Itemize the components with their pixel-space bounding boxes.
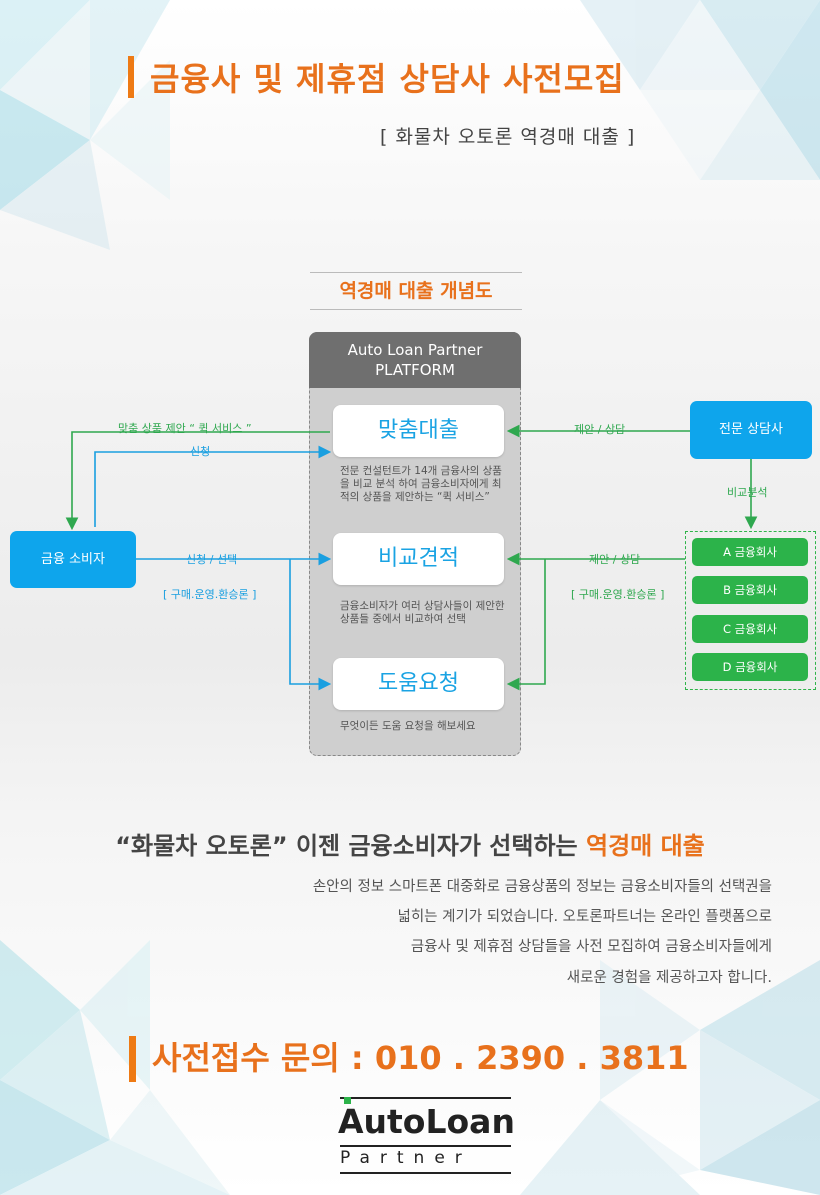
service-help-request[interactable]: 도움요청 bbox=[333, 658, 504, 710]
service-custom-loan-desc: 전문 컨설턴트가 14개 금융사의 상품을 비교 분석 하여 금융소비자에게 최… bbox=[340, 465, 502, 503]
page-subtitle: [ 화물차 오토론 역경매 대출 ] bbox=[380, 126, 636, 148]
service-compare-quote[interactable]: 비교견적 bbox=[333, 533, 504, 585]
label-loan-types-right: [ 구매.운영.환승론 ] bbox=[571, 588, 665, 601]
page-title: 금융사 및 제휴점 상담사 사전모집 bbox=[150, 60, 625, 98]
platform-label: PLATFORM bbox=[375, 361, 455, 379]
label-apply-select: 신청 / 선택 bbox=[186, 553, 238, 566]
label-compare-analysis: 비교분석 bbox=[727, 486, 768, 499]
expert-consultant-node: 전문 상담사 bbox=[690, 401, 812, 459]
contact-accent-bar bbox=[129, 1036, 136, 1082]
title-accent-bar bbox=[128, 56, 134, 98]
label-loan-types-left: [ 구매.운영.환승론 ] bbox=[163, 588, 257, 601]
company-a: A 금융회사 bbox=[692, 538, 808, 566]
arrow-apply-help bbox=[289, 559, 332, 691]
contact-phone[interactable]: 사전접수 문의 : 010 . 2390 . 3811 bbox=[152, 1039, 689, 1077]
platform-name: Auto Loan Partner bbox=[347, 341, 483, 359]
headline-prefix: “화물차 오토론” 이젠 금융소비자가 선택하는 bbox=[115, 832, 578, 860]
logo-bottom-rule bbox=[340, 1172, 511, 1174]
paragraph-line-1: 손안의 정보 스마트폰 대중화로 금융상품의 정보는 금융소비자들의 선택권을 bbox=[312, 879, 772, 895]
paragraph-line-4: 새로운 경험을 제공하고자 합니다. bbox=[566, 970, 772, 986]
company-d: D 금융회사 bbox=[692, 653, 808, 681]
label-custom-offer: 맞춤 상품 제안 “ 퀵 서비스 ” bbox=[118, 422, 252, 435]
logo-top-rule bbox=[340, 1097, 511, 1099]
logo-mid-rule bbox=[340, 1145, 511, 1147]
label-offer-consult-top: 제안 / 상담 bbox=[574, 423, 626, 436]
company-b: B 금융회사 bbox=[692, 576, 808, 604]
headline: “화물차 오토론” 이젠 금융소비자가 선택하는 역경매 대출 bbox=[0, 826, 820, 861]
service-compare-quote-desc: 금융소비자가 여러 상담사들이 제안한 상품들 중에서 비교하여 선택 bbox=[340, 600, 505, 625]
service-custom-loan[interactable]: 맞춤대출 bbox=[333, 405, 504, 457]
platform-header: Auto Loan Partner PLATFORM bbox=[309, 332, 521, 388]
label-apply: 신청 bbox=[190, 445, 211, 458]
arrow-apply bbox=[94, 445, 332, 527]
paragraph-line-2: 넓히는 계기가 되었습니다. 오토론파트너는 온라인 플랫폼으로 bbox=[397, 909, 773, 925]
arrow-company-help bbox=[506, 559, 546, 691]
financial-consumer-node: 금융 소비자 bbox=[10, 531, 136, 588]
paragraph-line-3: 금융사 및 제휴점 상담들을 사전 모집하여 금융소비자들에게 bbox=[410, 939, 772, 955]
diagram-title: 역경매 대출 개념도 bbox=[310, 272, 522, 310]
company-c: C 금융회사 bbox=[692, 615, 808, 643]
logo-subtext: Partner bbox=[340, 1148, 472, 1168]
arrow-custom-offer bbox=[65, 431, 330, 531]
label-offer-consult-mid: 제안 / 상담 bbox=[589, 553, 641, 566]
logo-wordmark: AutoLoan bbox=[338, 1102, 515, 1141]
headline-highlight: 역경매 대출 bbox=[586, 832, 705, 860]
company-group bbox=[685, 531, 816, 690]
logo-accent-dot bbox=[344, 1097, 351, 1104]
service-help-request-desc: 무엇이든 도움 요청을 해보세요 bbox=[340, 720, 476, 732]
